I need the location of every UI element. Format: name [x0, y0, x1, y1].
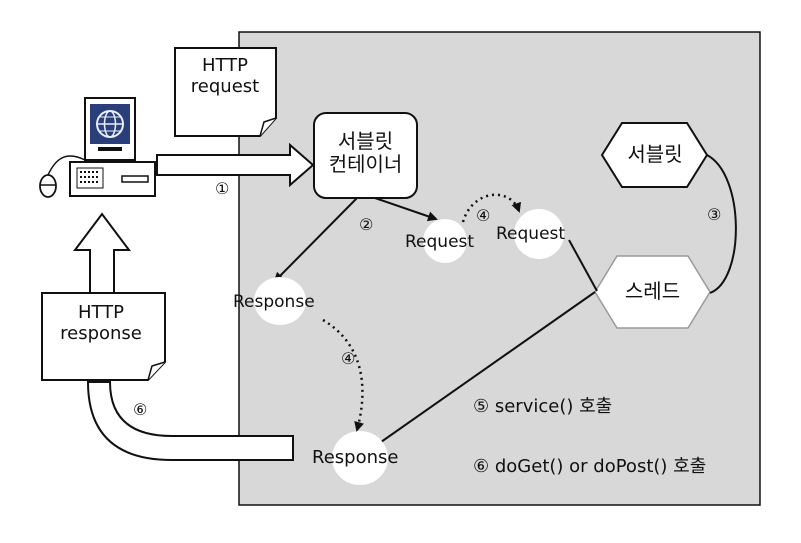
computer-icon — [39, 97, 156, 198]
step-3-marker: ③ — [707, 205, 722, 224]
response-node-b — [332, 431, 388, 485]
servlet-container-box — [313, 112, 418, 199]
http-response-line2: response — [60, 322, 142, 344]
step-1-marker: ① — [215, 179, 230, 198]
request-to-thread-line — [568, 239, 598, 292]
request-node-b — [514, 209, 564, 259]
servlet-thread-arc — [706, 154, 737, 294]
response-label-a: Response — [233, 292, 315, 312]
http-request-label: HTTP request — [185, 55, 265, 97]
request-hollow-arrow — [156, 142, 315, 188]
http-response-note — [41, 292, 166, 381]
request-label-b: Request — [496, 224, 566, 244]
http-response-label: HTTP response — [45, 302, 157, 344]
step-2-marker: ② — [359, 215, 374, 234]
response-hollow-arrow-up — [73, 212, 131, 297]
http-request-line1: HTTP — [201, 55, 249, 76]
container-to-response-line — [273, 197, 358, 283]
note-doget-dopost-call: ⑥ doGet() or doPost() 호출 — [473, 456, 707, 477]
http-request-note — [174, 47, 277, 137]
servlet-container-line1: 서블릿 — [337, 129, 394, 153]
thread-to-response-line — [380, 291, 596, 443]
response-curved-band — [86, 381, 294, 461]
step-4-marker-response: ④ — [341, 349, 356, 368]
step-4-marker-request: ④ — [476, 206, 491, 225]
thread-label: 스레드 — [624, 279, 681, 303]
http-request-line2: request — [190, 75, 260, 97]
http-response-line1: HTTP — [77, 302, 125, 323]
step-6-marker: ⑥ — [133, 400, 148, 419]
request-node-a — [423, 219, 467, 263]
request-label-a: Request — [405, 232, 475, 252]
servlet-container-line2: 컨테이너 — [328, 152, 403, 176]
servlet-container-label: 서블릿 컨테이너 — [314, 130, 417, 176]
note-service-call: ⑤ service() 호출 — [473, 396, 613, 417]
response-label-b: Response — [312, 447, 399, 468]
servlet-label: 서블릿 — [627, 142, 683, 166]
response-node-a — [254, 277, 306, 325]
container-to-request-line — [374, 197, 438, 222]
